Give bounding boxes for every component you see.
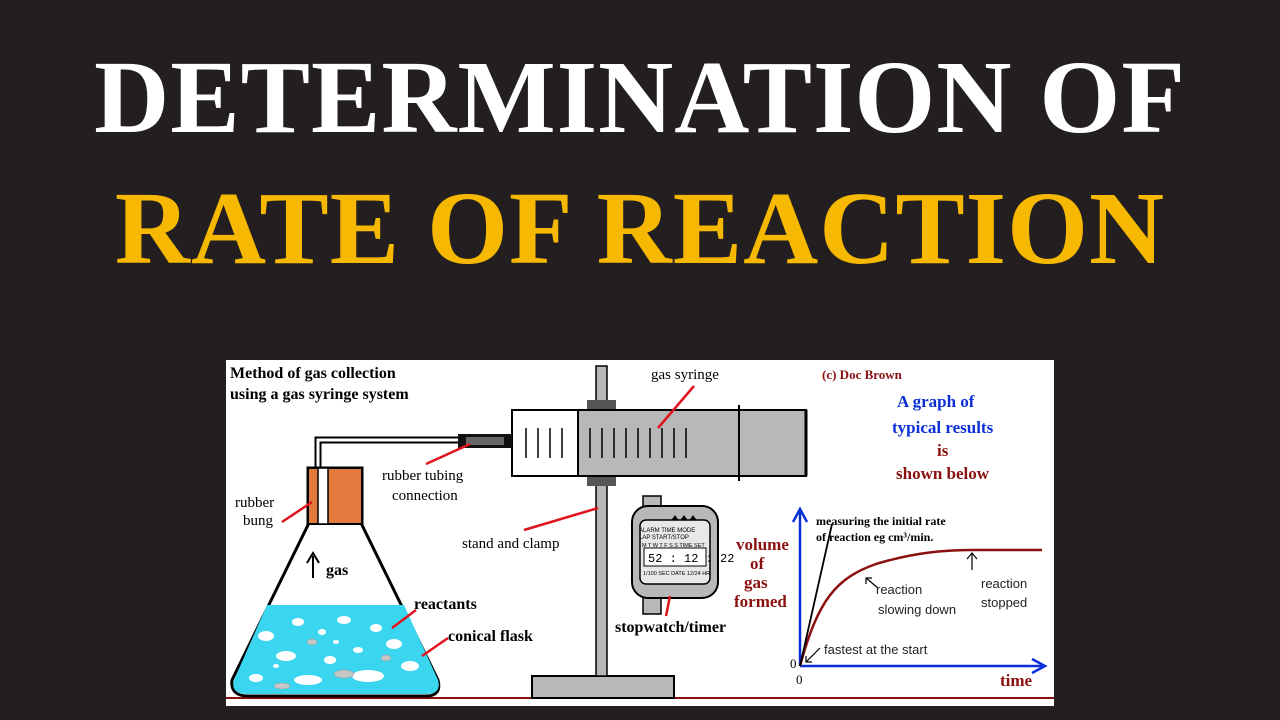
y-axis-arrow-icon [791, 506, 809, 523]
pointer-conical-flask [421, 636, 449, 658]
stopped-line2: stopped [981, 595, 1027, 610]
title-line-2: RATE OF REACTION [114, 171, 1166, 286]
arrow-slowing-icon [865, 577, 879, 589]
pointer-gas-syringe [657, 385, 695, 429]
credit: (c) Doc Brown [822, 367, 903, 382]
label-rubber-bung-1: rubber [235, 495, 274, 511]
y-label-3: gas [744, 573, 768, 592]
graph-note-line3: is [937, 441, 949, 460]
clamp-bottom [587, 476, 616, 486]
label-stopwatch: stopwatch/timer [615, 619, 726, 636]
rubber-bung [307, 467, 363, 525]
label-rubber-bung-2: bung [243, 513, 274, 529]
stopwatch-days: M T W T F S S TIME SET [642, 543, 705, 549]
gas-syringe-diagram: Method of gas collection using a gas syr… [226, 360, 1054, 706]
x-axis-arrow-icon [1031, 657, 1048, 675]
graph-note-line4: shown below [896, 464, 990, 483]
y-label-4: formed [734, 592, 787, 611]
syringe-graduations [525, 428, 687, 458]
stopwatch-time: 52 : 12 : 22 [648, 552, 734, 566]
fastest-label: fastest at the start [824, 642, 928, 657]
diagram-svg: Method of gas collection using a gas syr… [226, 365, 1054, 699]
syringe-barrel [577, 409, 807, 477]
stopwatch-top-row-1: ALARM TIME MODE [639, 528, 695, 534]
y-label-2: of [750, 554, 765, 573]
slowing-line2: slowing down [878, 602, 956, 617]
slowing-line1: reaction [876, 582, 922, 597]
graph-curve [798, 548, 1042, 667]
diagram-heading-line2: using a gas syringe system [230, 386, 409, 403]
label-stand-clamp: stand and clamp [462, 536, 559, 552]
stopwatch-icon [631, 495, 719, 615]
arrow-fastest-icon [805, 647, 821, 663]
reactant-liquid [233, 605, 439, 694]
clamp-top [587, 400, 616, 410]
label-gas-syringe: gas syringe [651, 367, 719, 383]
graph [791, 506, 1048, 675]
stand-rod [595, 365, 608, 677]
graph-note-line1: A graph of [897, 392, 975, 411]
y-label-1: volume [736, 535, 789, 554]
x-label: time [1000, 671, 1033, 690]
initial-rate-line2: of reaction eg cm³/min. [816, 530, 933, 544]
initial-rate-line1: measuring the initial rate [816, 514, 946, 528]
pointer-stopwatch [664, 595, 672, 617]
label-gas: gas [326, 562, 348, 579]
stand-base [531, 675, 675, 699]
pointer-rubber-tubing [425, 442, 471, 466]
stopped-line1: reaction [981, 576, 1027, 591]
pointer-rubber-bung [281, 500, 313, 524]
initial-rate-tangent [799, 523, 833, 667]
pointer-stand-clamp [523, 506, 599, 532]
stopwatch-bottom: 1/100 SEC DATE 12/24 HR [643, 571, 710, 577]
gas-bubbles [249, 616, 419, 685]
label-rubber-tubing-2: connection [392, 488, 458, 504]
diagram-heading-line1: Method of gas collection [230, 365, 396, 382]
label-reactants: reactants [414, 596, 477, 613]
label-conical-flask: conical flask [448, 628, 533, 645]
origin-x: 0 [796, 672, 803, 687]
graph-note-line2: typical results [892, 418, 994, 437]
pointer-reactants [391, 609, 417, 629]
origin-y: 0 [790, 656, 797, 671]
stopwatch-top-row-2: LAP START/STOP [639, 535, 689, 541]
title-line-1: DETERMINATION OF [94, 40, 1186, 155]
label-rubber-tubing-1: rubber tubing [382, 468, 464, 484]
